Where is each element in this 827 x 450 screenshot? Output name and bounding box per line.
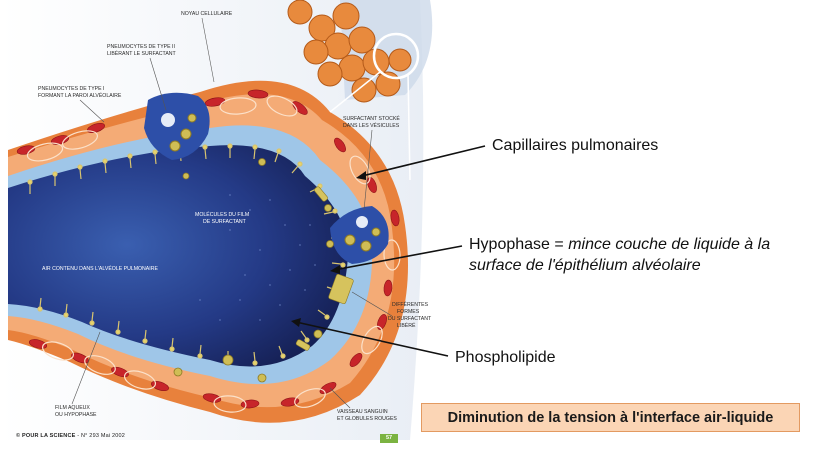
credit-source: © POUR LA SCIENCE (16, 433, 76, 439)
label-vaisseau-l1: VAISSEAU SANGUIN (337, 409, 388, 415)
summary-text: Diminution de la tension à l'interface a… (448, 410, 774, 426)
label-pneumo1-l1: PNEUMOCYTES DE TYPE I (38, 86, 105, 92)
credit-issue: - N° 293 Mai 2002 (77, 433, 125, 439)
summary-box: Diminution de la tension à l'interface a… (421, 403, 800, 432)
hypophase-term: Hypophase = (469, 236, 568, 253)
label-formes-l1: DIFFÉRENTES (392, 301, 429, 308)
label-formes-l4: LIBÉRÉ (397, 322, 416, 329)
callout-phospholipide: Phospholipide (455, 347, 556, 368)
label-pneumo1-l2: FORMANT LA PAROI ALVÉOLAIRE (38, 92, 122, 99)
label-noyau: NOYAU CELLULAIRE (181, 11, 233, 17)
page-number-badge: 57 (380, 434, 398, 443)
label-air: AIR CONTENU DANS L'ALVÉOLE PULMONAIRE (42, 265, 158, 272)
label-surfactant-stocke-l2: DANS LES VÉSICULES (343, 122, 400, 129)
source-credit: © POUR LA SCIENCE - N° 293 Mai 2002 (16, 433, 125, 439)
label-molecules-l1: MOLÉCULES DU FILM (195, 211, 249, 218)
label-formes-l3: DU SURFACTANT (388, 316, 432, 322)
label-surfactant-stocke-l1: SURFACTANT STOCKÉ (343, 115, 400, 122)
label-molecules-l2: DE SURFACTANT (203, 219, 247, 225)
callout-capillaires: Capillaires pulmonaires (492, 135, 658, 156)
label-film-l2: OU HYPOPHASE (55, 412, 97, 418)
label-vaisseau-l2: ET GLOBULES ROUGES (337, 416, 397, 422)
label-pneumo2-l1: PNEUMOCYTES DE TYPE II (107, 44, 175, 50)
label-formes-l2: FORMES (397, 309, 420, 315)
callout-hypophase: Hypophase = mince couche de liquide à la… (469, 234, 811, 276)
label-pneumo2-l2: LIBÉRANT LE SURFACTANT (107, 50, 177, 57)
label-film-l1: FILM AQUEUX (55, 405, 90, 411)
